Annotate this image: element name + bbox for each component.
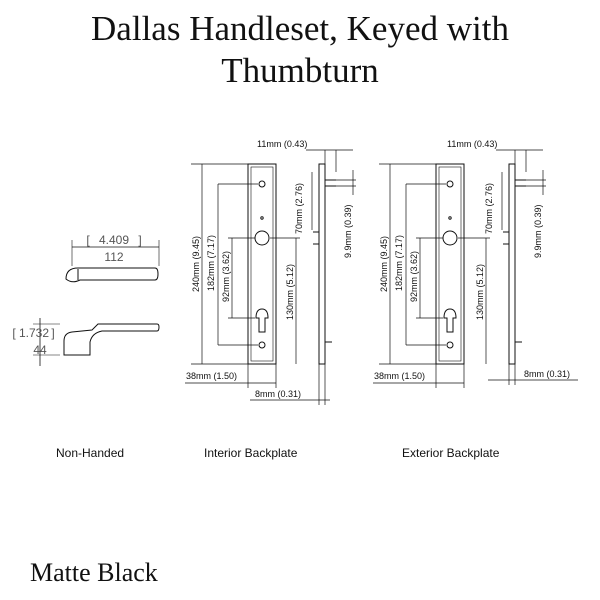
exterior-backplate-caption: Exterior Backplate [402,446,500,460]
interior-total-height-label: 240mm (9.45) [191,236,201,292]
interior-bottom-screw [258,341,266,349]
interior-plate-front [247,163,277,365]
exterior-projection-label: 9.9mm (0.39) [533,204,543,258]
lever-drawing [33,240,160,366]
interior-cylinder-cutout [255,308,269,333]
lever-caption: Non-Handed [56,446,125,460]
exterior-spindle-hole [442,230,458,246]
diagram-title: Dallas Handleset, Keyed with Thumbturn [0,8,600,92]
exterior-bottom-screw [446,341,454,349]
exterior-top-offset-label: 70mm (2.76) [484,183,494,234]
exterior-top-screw [446,180,454,188]
exterior-total-height-label: 240mm (9.45) [379,236,389,292]
exterior-plate-front [435,163,465,365]
interior-upper-height-label: 182mm (7.17) [206,235,216,291]
interior-thickness-label: 8mm (0.31) [255,389,301,399]
exterior-top-margin-label: 11mm (0.43) [447,139,497,149]
exterior-upper-height-label: 182mm (7.17) [394,235,404,291]
lever-height-bracket-close: ] [51,326,54,340]
exterior-width-label: 38mm (1.50) [374,371,425,381]
finish-label: Matte Black [30,558,158,587]
lever-length-in: 4.409 [99,233,129,247]
interior-backplate-caption: Interior Backplate [204,446,298,460]
lever-length-mm: 112 [104,250,123,264]
lever-height-mm: 44 [33,343,47,357]
lever-length-bracket-close: ] [138,233,141,247]
interior-top-offset-label: 70mm (2.76) [294,183,304,234]
interior-lower-height-label: 130mm (5.12) [285,264,295,320]
exterior-cylinder-cutout [443,308,457,333]
lever-length-bracket: [ [86,233,90,247]
interior-handle-to-cylinder-label: 92mm (3.62) [221,251,231,302]
interior-backplate-drawing: 11mm (0.43) 9.9mm (0.39) 70mm (2.76) 240… [185,139,356,405]
exterior-lower-height-label: 130mm (5.12) [475,264,485,320]
exterior-backplate-drawing: 11mm (0.43) 9.9mm (0.39) 70mm (2.76) 240… [373,139,578,388]
exterior-handle-to-cylinder-label: 92mm (3.62) [409,251,419,302]
lever-height-in: 1.732 [19,326,49,340]
interior-spindle-hole [254,230,270,246]
exterior-plate-side [508,163,516,365]
interior-projection-label: 9.9mm (0.39) [343,204,353,258]
interior-top-margin-label: 11mm (0.43) [257,139,307,149]
lever-side-view [63,323,160,356]
interior-top-screw [258,180,266,188]
exterior-thickness-label: 8mm (0.31) [524,369,570,379]
lever-top-view [65,267,159,283]
title-line-2: Thumbturn [221,51,379,90]
interior-width-label: 38mm (1.50) [186,371,237,381]
interior-plate-side [318,163,326,365]
title-line-1: Dallas Handleset, Keyed with [91,9,509,48]
lever-height-bracket: [ [12,326,16,340]
